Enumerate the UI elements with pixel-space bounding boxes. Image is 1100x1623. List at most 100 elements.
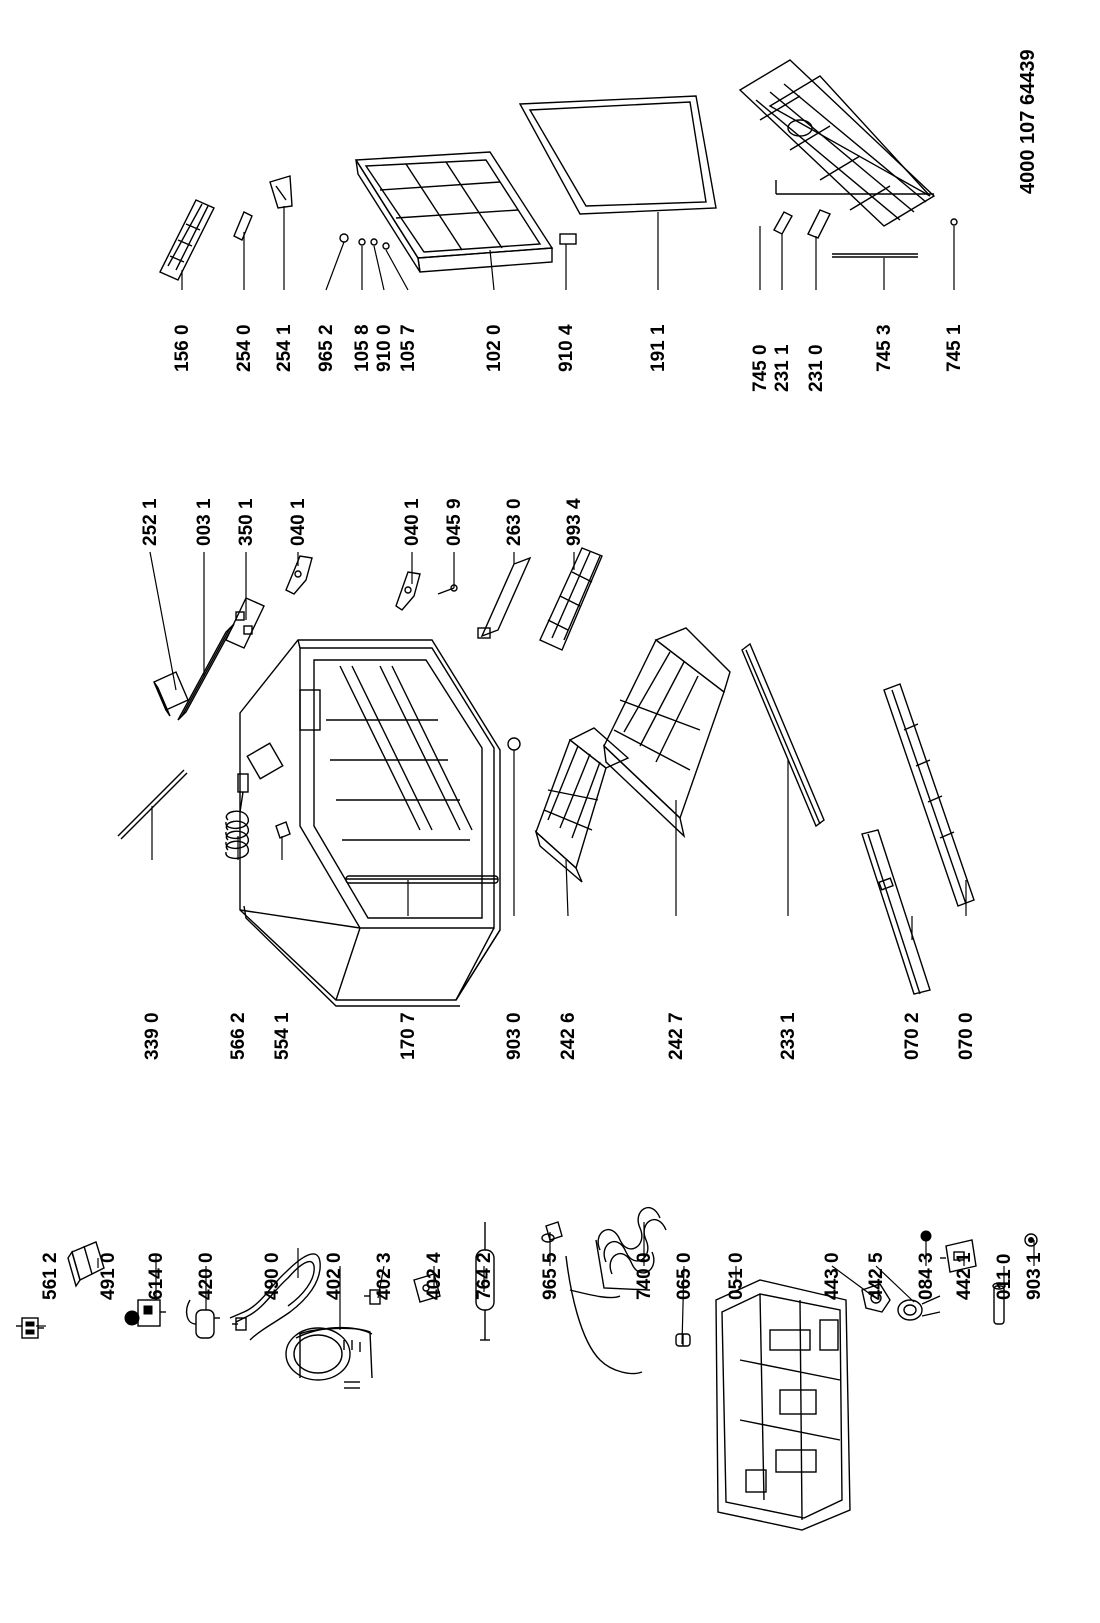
- part-label-1560: 156 0: [172, 324, 193, 372]
- wire-shelf-drawing: [738, 59, 936, 227]
- fan-motor-drawing: [861, 1283, 891, 1313]
- part-label-5541: 554 1: [272, 1012, 293, 1060]
- part-label-1020: 102 0: [484, 324, 505, 372]
- part-label-9104: 910 4: [556, 324, 577, 372]
- front-strip-drawing: [345, 875, 499, 884]
- small-drawer-drawing: [534, 727, 630, 883]
- large-drawer-drawing: [603, 627, 731, 839]
- hinge-bar-drawing: [177, 623, 235, 721]
- bar-drawing: [477, 556, 532, 639]
- part-label-9934: 993 4: [564, 498, 585, 546]
- part-label-7453: 745 3: [874, 324, 895, 372]
- part-label-4430: 443 0: [822, 1252, 843, 1300]
- part-label-4900: 490 0: [262, 1252, 283, 1300]
- document-number: 4000 107 64439: [1017, 49, 1039, 194]
- foot-drawing: [992, 1282, 1006, 1325]
- relay-drawing: [16, 1317, 44, 1339]
- part-label-3390: 339 0: [142, 1012, 163, 1060]
- small-plug-drawing: [950, 218, 958, 226]
- cover-drawing: [67, 1241, 105, 1288]
- part-label-4024: 402 4: [424, 1252, 445, 1300]
- condenser-coil-drawing: [565, 1207, 667, 1375]
- part-label-9031: 903 1: [1024, 1252, 1045, 1300]
- part-label-2427: 242 7: [666, 1012, 687, 1060]
- nut-drawing: [1024, 1233, 1038, 1247]
- part-label-0401a: 040 1: [288, 498, 309, 546]
- shelf-rod-drawing: [832, 253, 918, 258]
- grommet-drawing: [541, 1221, 563, 1243]
- part-label-3501: 350 1: [236, 498, 257, 546]
- part-drawings: [16, 59, 1038, 1531]
- part-label-9100: 910 0: [374, 324, 395, 372]
- part-label-2540: 254 0: [234, 324, 255, 372]
- base-plate-drawing: [715, 1279, 851, 1531]
- part-label-0843: 084 3: [916, 1252, 937, 1300]
- part-label-1057: 105 7: [398, 324, 419, 372]
- filter-drier-drawing: [475, 1222, 495, 1341]
- part-labels: 561 2 491 0 614 0 420 0 490 0 402 0 402 …: [40, 49, 1045, 1300]
- spring-coil-drawing: [225, 773, 249, 859]
- part-label-0700: 070 0: [956, 1012, 977, 1060]
- shelf-bracket-drawing: [807, 209, 831, 239]
- part-label-1058: 105 8: [352, 324, 373, 372]
- control-panel-drawing: [225, 597, 265, 649]
- part-label-0459: 045 9: [444, 498, 465, 546]
- cabinet-drawing: [239, 639, 501, 1007]
- relay-clip-drawing: [364, 1289, 381, 1305]
- part-label-5662: 566 2: [228, 1012, 249, 1060]
- part-label-0401b: 040 1: [402, 498, 423, 546]
- hinge-bottom-drawing: [559, 233, 577, 245]
- power-cord-drawing: [229, 1253, 321, 1341]
- grid-shelf-drawing: [539, 547, 603, 651]
- part-label-2630: 263 0: [504, 498, 525, 546]
- clip-part-drawing: [233, 211, 253, 241]
- part-label-1707: 170 7: [398, 1012, 419, 1060]
- thermostat-drawing: [897, 1295, 941, 1321]
- plug-drawing: [507, 737, 521, 751]
- door-drawing: [354, 151, 554, 273]
- part-label-9655: 965 5: [540, 1252, 561, 1300]
- part-label-6140: 614 0: [146, 1252, 167, 1300]
- clip-drawing: [675, 1333, 691, 1347]
- part-label-4425: 442 5: [866, 1252, 887, 1300]
- part-label-5612: 561 2: [40, 1252, 61, 1300]
- part-label-0650: 065 0: [674, 1252, 695, 1300]
- part-label-4910: 491 0: [98, 1252, 119, 1300]
- door-gasket-drawing: [518, 95, 717, 215]
- part-label-2311: 231 1: [772, 344, 793, 392]
- part-label-2426: 242 6: [558, 1012, 579, 1060]
- part-label-1911: 191 1: [648, 324, 669, 372]
- thermostat-plug-drawing: [124, 1299, 166, 1327]
- hinge-cap-drawing: [339, 233, 390, 250]
- part-label-2521: 252 1: [140, 498, 161, 546]
- part-label-4023: 402 3: [374, 1252, 395, 1300]
- part-label-0110: 011 0: [994, 1254, 1015, 1301]
- capacitor-drawing: [185, 1299, 220, 1339]
- part-label-9652: 965 2: [316, 324, 337, 372]
- rod-drawing: [117, 769, 188, 840]
- part-label-7450: 745 0: [750, 344, 771, 392]
- hinge-pin-drawing: [269, 175, 293, 209]
- part-label-4421: 442 1: [954, 1252, 975, 1300]
- compressor-drawing: [285, 1326, 373, 1389]
- part-label-9030: 903 0: [504, 1012, 525, 1060]
- light-cover-drawing: [153, 671, 189, 717]
- part-label-4200: 420 0: [196, 1252, 217, 1300]
- part-label-4020: 402 0: [324, 1252, 345, 1300]
- part-label-0031: 003 1: [194, 498, 215, 546]
- part-label-7400: 740 0: [634, 1252, 655, 1300]
- bracket-drawing: [413, 1273, 441, 1303]
- hinge-lower-drawing: [395, 571, 421, 611]
- ice-tray-drawing: [159, 199, 215, 281]
- part-label-7642: 764 2: [474, 1252, 495, 1300]
- grille-drawing: [861, 829, 931, 995]
- hinge-upper-drawing: [285, 555, 313, 595]
- part-label-0510: 051 0: [726, 1252, 747, 1300]
- door-strip-drawing: [741, 642, 825, 828]
- part-label-7451: 745 1: [944, 324, 965, 372]
- part-label-2310: 231 0: [806, 344, 827, 392]
- clip-small-drawing: [275, 821, 291, 839]
- front-grille-drawing: [883, 683, 975, 907]
- label-plate-drawing: [773, 211, 793, 235]
